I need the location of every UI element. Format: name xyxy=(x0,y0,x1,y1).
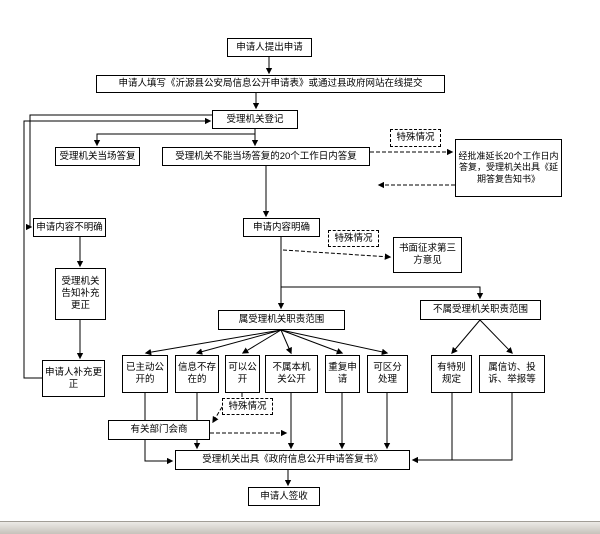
node-onsite-reply: 受理机关当场答复 xyxy=(55,147,140,166)
node-already-disclosed: 已主动公开的 xyxy=(122,355,168,393)
node-authority-register: 受理机关登记 xyxy=(212,110,298,129)
node-not-this-authority: 不属本机关公开 xyxy=(265,355,318,393)
node-departments-consultation: 有关部门会商 xyxy=(108,420,210,440)
node-repeated-application: 重复申请 xyxy=(325,355,360,393)
node-special-provisions: 有特别规定 xyxy=(431,355,472,393)
node-reply-within-20-days: 受理机关不能当场答复的20个工作日内答复 xyxy=(162,147,370,166)
node-content-unclear: 申请内容不明确 xyxy=(33,218,106,237)
node-applicant-submit: 申请人提出申请 xyxy=(227,38,312,57)
node-applicant-supplement-correction: 申请人补充更正 xyxy=(42,360,105,397)
node-within-authority-scope: 属受理机关职责范围 xyxy=(218,310,345,330)
node-can-disclose: 可以公开 xyxy=(225,355,260,393)
node-special-case-3: 特殊情况 xyxy=(222,398,273,415)
node-notify-supplement-correction: 受理机关告知补充更正 xyxy=(55,268,106,320)
node-third-party-opinion: 书面征求第三方意见 xyxy=(393,237,462,273)
window-bottom-bar xyxy=(0,521,600,534)
node-outside-authority-scope: 不属受理机关职责范围 xyxy=(420,300,541,320)
node-info-not-exist: 信息不存在的 xyxy=(175,355,219,393)
node-applicant-sign-receipt: 申请人签收 xyxy=(248,487,320,506)
node-special-case-2: 特殊情况 xyxy=(328,230,379,247)
node-fill-application-form: 申请人填写《沂源县公安局信息公开申请表》或通过县政府网站在线提交 xyxy=(96,75,445,93)
node-content-clear: 申请内容明确 xyxy=(243,218,320,237)
node-separable-handling: 可区分处理 xyxy=(367,355,408,393)
node-petition-complaint-report: 属信访、投诉、举报等 xyxy=(479,355,545,393)
node-extension-notice: 经批准延长20个工作日内答复，受理机关出具《延期答复告知书》 xyxy=(455,139,562,197)
node-issue-reply-document: 受理机关出具《政府信息公开申请答复书》 xyxy=(175,450,410,470)
node-special-case-1: 特殊情况 xyxy=(390,129,441,147)
